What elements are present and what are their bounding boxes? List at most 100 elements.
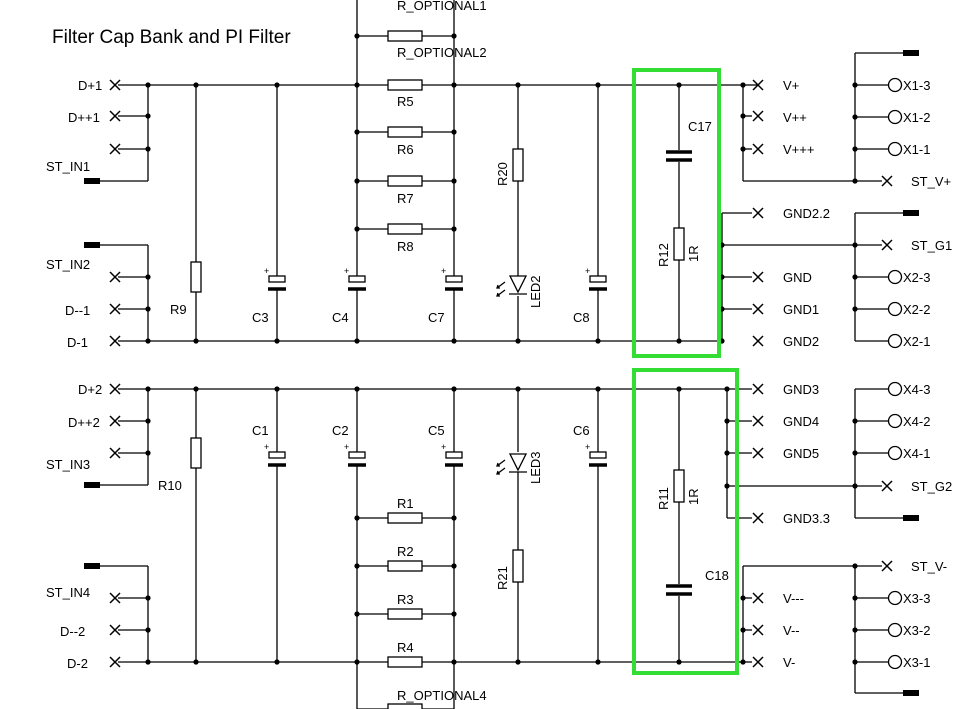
label-led3: LED3 [528,451,543,484]
capacitor-c2 [348,451,366,467]
label-st-in4: ST_IN4 [46,585,90,600]
tp-gnd [752,271,764,283]
resistor-r11 [673,469,685,503]
capacitor-c1 [268,451,286,467]
tp-d-plus-2 [109,383,121,395]
pin-x3-1 [887,654,903,670]
label-gnd3-3: GND3.3 [783,511,830,526]
pad-st-in1 [84,178,100,184]
tp-gnd2 [752,335,764,347]
svg-text:+: + [264,442,269,452]
tp-d-minus-2 [109,656,121,668]
svg-text:+: + [344,266,349,276]
svg-text:+: + [264,266,269,276]
label-c7: C7 [428,310,445,325]
label-r-optional1: R_OPTIONAL1 [397,0,487,13]
resistor-r6 [387,126,423,138]
led3-symbol [496,453,528,475]
pin-x2-2 [887,301,903,317]
label-led2: LED2 [528,275,543,308]
resistor-r12 [673,227,685,261]
capacitor-c5 [445,451,463,467]
label-c2: C2 [332,423,349,438]
right-net-labels: V+ V++ V+++ ST_V+ GND2.2 ST_G1 GND GND1 … [783,78,952,670]
resistor-r20 [512,148,524,182]
pad-st-in2 [84,242,100,248]
top-wires [86,0,903,342]
tp-st-in4 [109,592,121,604]
svg-text:+: + [441,266,446,276]
label-gnd: GND [783,270,812,285]
pin-x2-1 [887,333,903,349]
label-r-optional2: R_OPTIONAL2 [397,45,487,60]
label-d-minus-minus-2: D--2 [60,624,85,639]
label-1r-a: 1R [686,245,701,262]
label-r3: R3 [397,592,414,607]
resistor-r21 [512,549,524,583]
label-r1: R1 [397,496,414,511]
label-x2-1: X2-1 [903,334,930,349]
label-st-in1: ST_IN1 [46,159,90,174]
label-1r-b: 1R [686,488,701,505]
label-c6: C6 [573,423,590,438]
label-d-minus-1: D-1 [67,335,88,350]
tp-gnd4 [752,415,764,427]
pin-x3-3 [887,590,903,606]
label-c3: C3 [252,310,269,325]
tp-st-g1 [881,239,893,251]
tp-d-minus-minus-2 [109,624,121,636]
pad-x4-bottom [903,515,919,521]
label-r9: R9 [170,302,187,317]
capacitor-c17 [666,150,692,162]
tp-st-v-plus [881,175,893,187]
label-x1-1: X1-1 [903,142,930,157]
label-r2: R2 [397,544,414,559]
bottom-wires [86,388,903,709]
svg-text:+: + [441,442,446,452]
pin-x1-3 [887,77,903,93]
resistor-r-optional2 [387,30,423,42]
label-c18: C18 [705,568,729,583]
test-point-marks [109,79,893,668]
label-d-plus-1: D+1 [78,78,102,93]
tp-blank-1 [109,143,121,155]
component-labels: R_OPTIONAL1 R_OPTIONAL2 R5 R6 R7 R8 R9 C… [158,0,729,703]
tp-v-minus-minus [752,624,764,636]
label-gnd2: GND2 [783,334,819,349]
label-gnd1: GND1 [783,302,819,317]
label-c1: C1 [252,423,269,438]
label-r12: R12 [656,243,671,267]
tp-d-plus-1 [109,79,121,91]
capacitor-c4 [348,275,366,291]
label-r7: R7 [397,191,414,206]
capacitor-c3 [268,275,286,291]
pin-x3-2 [887,622,903,638]
label-v-minus-minus: V-- [783,623,800,638]
pad-x2-top [903,210,919,216]
label-x3-2: X3-2 [903,623,930,638]
tp-gnd3-3 [752,512,764,524]
pad-x1-top [903,50,919,56]
label-r-optional4: R_OPTIONAL4 [397,688,487,703]
led2-symbol [496,275,528,297]
highlight-box-pi-filter-top [632,68,721,358]
label-x3-3: X3-3 [903,591,930,606]
tp-gnd2-2 [752,207,764,219]
resistor-r10 [190,437,202,469]
tp-v-plus-plus-plus [752,143,764,155]
label-gnd4: GND4 [783,414,819,429]
label-v-plus: V+ [783,78,799,93]
label-x4-2: X4-2 [903,414,930,429]
label-d-minus-minus-1: D--1 [65,303,90,318]
label-v-plus-plus-plus: V+++ [783,142,814,157]
connector-pins [887,77,903,670]
tp-v-minus-minus-minus [752,592,764,604]
capacitors [268,150,692,596]
svg-text:+: + [585,266,590,276]
tp-st-in3 [109,447,121,459]
pad-st-in4 [84,563,100,569]
resistor-r7 [387,175,423,187]
label-r11: R11 [656,487,671,510]
label-gnd3: GND3 [783,382,819,397]
